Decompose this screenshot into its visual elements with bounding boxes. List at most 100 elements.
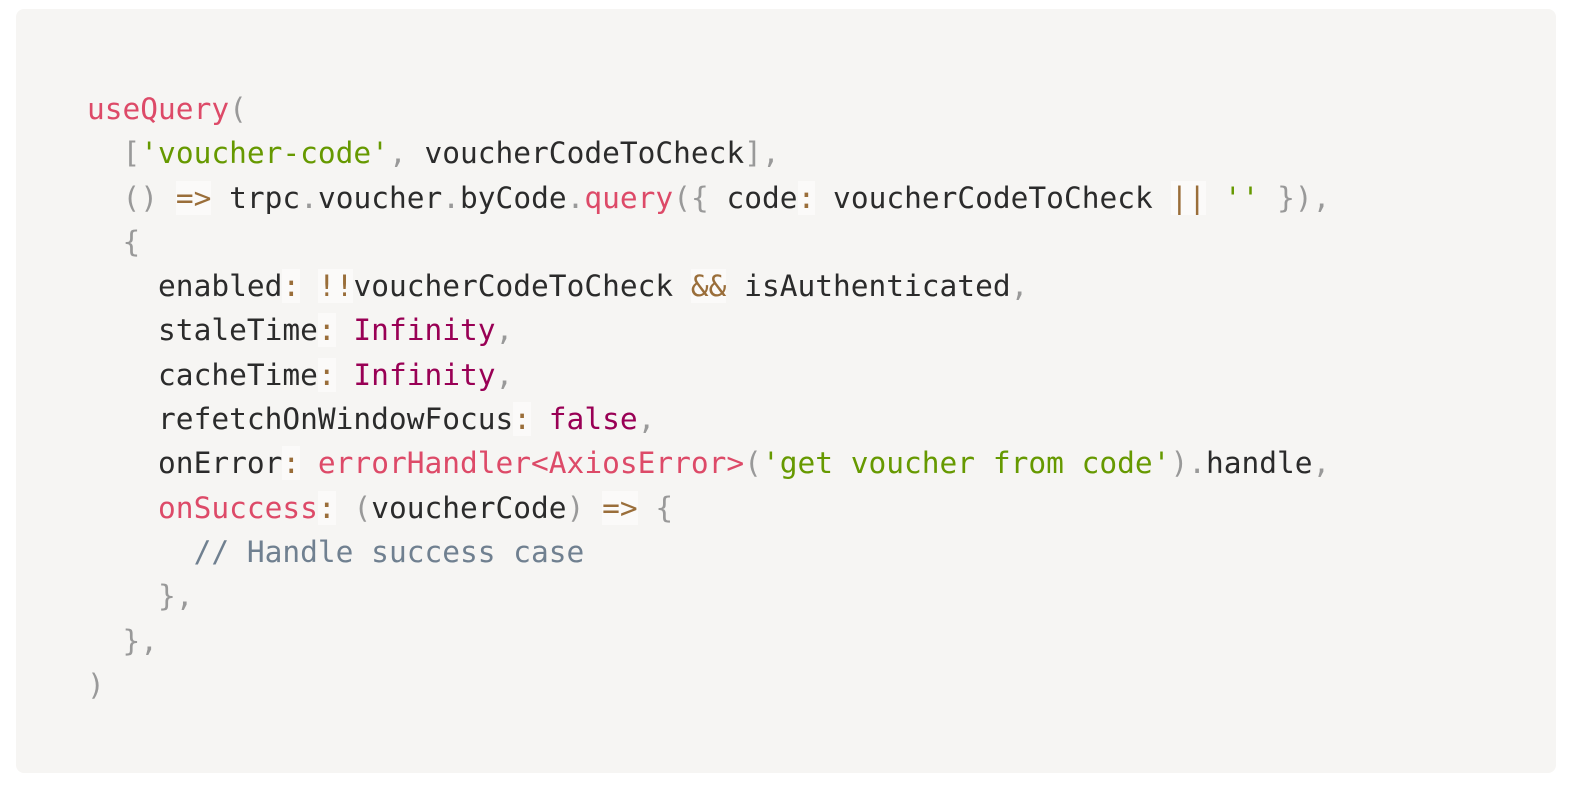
token-op: : <box>282 269 301 304</box>
token-plain <box>531 402 549 436</box>
token-plain <box>158 181 176 215</box>
token-punc: , <box>388 136 407 171</box>
token-kw: Infinity <box>353 357 496 392</box>
token-punc: ( <box>353 490 372 525</box>
token-punc: . <box>442 180 461 215</box>
token-punc: }, <box>158 579 194 614</box>
token-punc: ( <box>744 446 762 481</box>
token-punc: ( <box>229 92 247 126</box>
code-line: }, <box>87 619 1556 663</box>
token-punc: }, <box>122 623 159 658</box>
token-punc: ) <box>87 667 105 702</box>
token-plain: refetchOnWindowFocus <box>87 402 514 437</box>
token-plain: voucher <box>317 180 443 215</box>
token-plain: voucherCodeToCheck <box>815 180 1171 215</box>
code-line: refetchOnWindowFocus: false, <box>87 397 1556 441</box>
code-content: useQuery( ['voucher-code', voucherCodeTo… <box>87 87 1556 707</box>
token-plain: cacheTime <box>87 357 318 392</box>
token-op: : <box>317 490 336 525</box>
token-op: => <box>602 490 638 525</box>
token-plain <box>87 535 194 569</box>
token-punc: , <box>761 136 780 171</box>
token-punc: }) <box>1277 180 1313 215</box>
token-op: : <box>317 357 336 392</box>
token-fn: useQuery <box>87 92 230 126</box>
token-op: : <box>513 402 532 437</box>
token-punc: , <box>1010 269 1029 304</box>
token-plain: trpc <box>211 180 301 215</box>
token-plain <box>87 136 123 170</box>
token-plain <box>87 225 123 259</box>
code-line: onSuccess: (voucherCode) => { <box>87 486 1556 530</box>
token-str: 'get voucher from code' <box>761 446 1171 481</box>
token-punc: . <box>1188 446 1206 481</box>
token-punc: , <box>495 357 514 392</box>
token-plain: voucherCodeToCheck <box>353 269 691 304</box>
token-plain <box>300 446 318 480</box>
token-plain <box>638 491 656 525</box>
token-plain <box>1206 181 1224 215</box>
token-plain <box>300 269 318 303</box>
token-kw: Infinity <box>353 313 496 348</box>
token-op: : <box>317 313 336 348</box>
token-op: !! <box>317 269 354 304</box>
token-punc: { <box>655 490 674 525</box>
token-punc: . <box>566 180 585 215</box>
code-line: ) <box>87 663 1556 707</box>
token-punc: ] <box>744 136 762 171</box>
token-plain <box>87 579 158 613</box>
code-line: onError: errorHandler<AxiosError>('get v… <box>87 441 1556 485</box>
token-punc: [ <box>122 136 141 171</box>
token-fn: onSuccess <box>158 490 318 525</box>
token-punc: , <box>637 402 656 437</box>
token-str: 'voucher-code' <box>140 136 389 171</box>
code-line: enabled: !!voucherCodeToCheck && isAuthe… <box>87 264 1556 308</box>
token-op: : <box>282 446 301 481</box>
token-punc: ) <box>566 490 585 525</box>
token-plain: staleTime <box>87 313 318 348</box>
token-plain: onError <box>87 446 283 481</box>
token-punc: , <box>1312 180 1331 215</box>
token-op: : <box>797 180 816 215</box>
token-punc: ({ <box>673 180 709 215</box>
code-line: staleTime: Infinity, <box>87 308 1556 352</box>
token-plain <box>584 491 602 525</box>
token-plain: voucherCode <box>371 490 567 525</box>
token-plain: isAuthenticated <box>726 269 1011 304</box>
code-line: // Handle success case <box>87 530 1556 574</box>
token-plain <box>1259 181 1277 215</box>
token-kw: false <box>548 402 638 437</box>
token-plain: handle <box>1205 446 1313 481</box>
token-plain <box>336 313 354 347</box>
token-str: '' <box>1223 180 1260 215</box>
code-line: { <box>87 220 1556 264</box>
token-plain: voucherCodeToCheck <box>406 136 745 171</box>
token-plain <box>336 358 354 392</box>
code-line: }, <box>87 574 1556 618</box>
token-punc: , <box>495 313 514 348</box>
code-line: () => trpc.voucher.byCode.query({ code: … <box>87 176 1556 220</box>
token-plain: enabled <box>87 269 283 304</box>
token-punc: , <box>1312 446 1331 481</box>
token-op: => <box>175 180 212 215</box>
token-plain: code <box>708 180 798 215</box>
token-com: // Handle success case <box>193 534 585 569</box>
token-plain <box>87 624 123 658</box>
token-plain: byCode <box>460 180 567 215</box>
token-punc: () <box>122 180 159 215</box>
code-line: useQuery( <box>87 87 1556 131</box>
code-line: ['voucher-code', voucherCodeToCheck], <box>87 131 1556 175</box>
token-plain <box>87 181 123 215</box>
token-punc: ) <box>1170 446 1189 481</box>
token-op: && <box>690 269 727 304</box>
code: useQuery( ['voucher-code', voucherCodeTo… <box>87 87 1556 707</box>
token-punc: . <box>300 180 318 215</box>
code-line: cacheTime: Infinity, <box>87 353 1556 397</box>
token-plain <box>336 491 354 525</box>
token-op: || <box>1170 180 1207 215</box>
token-fn: query <box>584 180 674 215</box>
token-fn: errorHandler<AxiosError> <box>317 446 745 481</box>
token-punc: { <box>122 224 141 259</box>
code-block: useQuery( ['voucher-code', voucherCodeTo… <box>16 9 1556 773</box>
token-plain <box>87 491 158 525</box>
